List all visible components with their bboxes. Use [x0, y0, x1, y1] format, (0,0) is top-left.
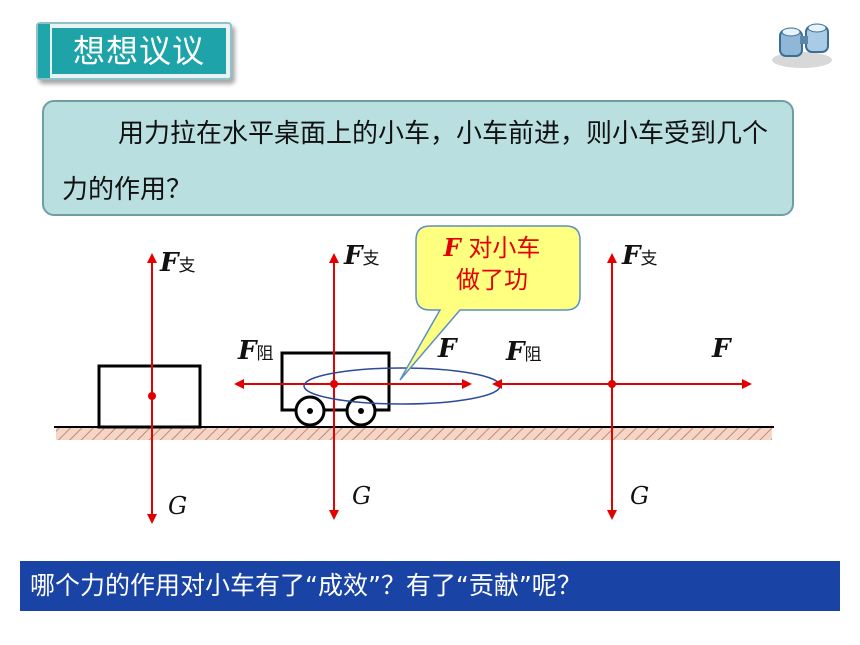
gravity-label: G — [352, 482, 372, 510]
callout-var: F — [443, 233, 461, 262]
support-label: F支 — [622, 241, 658, 271]
support-label: F支 — [160, 248, 196, 278]
wheel-hub-left — [307, 408, 313, 414]
friction-label: F阻 — [238, 336, 274, 366]
center-point — [330, 380, 338, 388]
question-text: 用力拉在水平桌面上的小车，小车前进，则小车受到几个力的作用？ — [62, 119, 769, 205]
section-title: 想想议议 — [52, 28, 226, 74]
pull-label: F — [712, 334, 731, 364]
wheel-hub-right — [358, 408, 364, 414]
section-tab: 想想议议 — [36, 22, 232, 80]
friction-label: F阻 — [506, 337, 542, 367]
tab-accent-stripe — [38, 24, 50, 78]
center-point — [148, 392, 156, 400]
support-label: F支 — [344, 241, 380, 271]
footer-question-bar: 哪个力的作用对小车有了“成效”？有了“贡献”呢？ — [20, 561, 840, 611]
callout-line1: 对小车 — [460, 234, 541, 262]
center-point — [608, 380, 616, 388]
binoculars-icon — [772, 23, 832, 68]
callout-bubble — [399, 225, 581, 381]
question-box: 用力拉在水平桌面上的小车，小车前进，则小车受到几个力的作用？ — [42, 100, 794, 216]
pull-label: F — [438, 334, 457, 364]
ground-hatch — [56, 427, 772, 440]
gravity-label: G — [630, 482, 650, 510]
callout-text: F 对小车 做了功 — [418, 232, 566, 296]
gravity-label: G — [168, 492, 188, 520]
callout-line2: 做了功 — [456, 266, 528, 294]
